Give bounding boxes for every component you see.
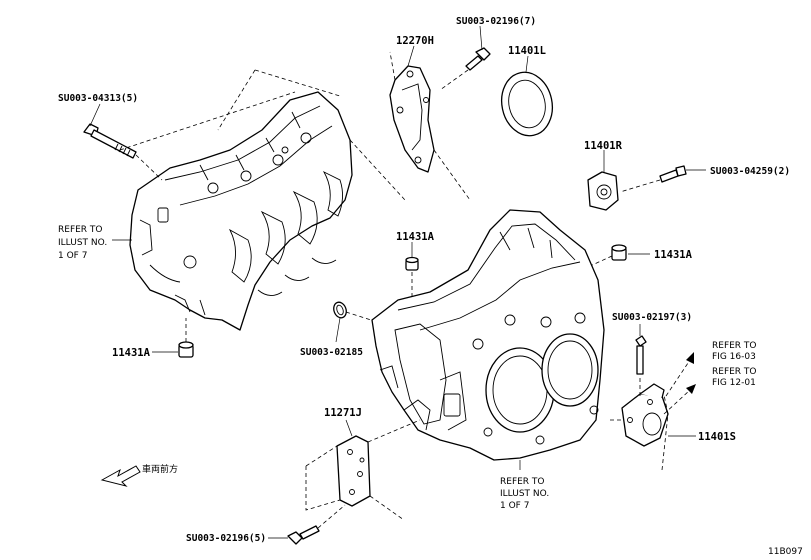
label-11431a-left: 11431A	[112, 347, 151, 359]
refer-left-line-1: REFER TO	[58, 225, 103, 235]
refer-bottom-line-1: REFER TO	[500, 477, 545, 487]
label-su003-02196-bottom: SU003-02196(5)	[186, 533, 266, 544]
plug-11431a-left	[178, 341, 194, 358]
bolt-su003-04259	[659, 165, 687, 183]
bolt-su003-02196-top	[465, 47, 491, 71]
housing-11401s	[621, 383, 669, 447]
refer-fig12-line-1: REFER TO	[712, 367, 757, 377]
label-12270h: 12270H	[396, 35, 434, 47]
direction-label: 車両前方	[142, 463, 178, 475]
seal-11401l	[501, 71, 553, 137]
label-su003-04313: SU003-04313(5)	[58, 93, 138, 104]
label-su003-02197: SU003-02197(3)	[612, 312, 692, 323]
oring-su003-02185	[333, 301, 347, 319]
plug-11431a-middle	[405, 256, 419, 271]
plate-11271j	[336, 435, 371, 507]
refer-left-line-3: 1 OF 7	[58, 251, 87, 261]
bolt-su003-02197	[635, 335, 647, 375]
refer-fig16-line-2: FIG 16-03	[712, 352, 756, 362]
plate-12270h	[389, 65, 435, 173]
plug-11431a-right	[611, 244, 627, 261]
label-su003-02185: SU003-02185	[300, 347, 363, 358]
arrow-to-fig-16-03	[665, 352, 694, 397]
left-cylinder-block-half	[129, 91, 353, 331]
label-11431a-middle: 11431A	[396, 231, 435, 243]
refer-fig16-line-1: REFER TO	[712, 341, 757, 351]
arrow-to-fig-12-01	[663, 384, 696, 415]
label-11271j: 11271J	[324, 407, 362, 419]
refer-fig12-line-2: FIG 12-01	[712, 378, 756, 388]
label-11401l: 11401L	[508, 45, 546, 57]
diagram-code: 11B097	[768, 547, 803, 557]
label-11431a-right: 11431A	[654, 249, 693, 261]
refer-bottom-line-2: ILLUST NO.	[500, 489, 549, 499]
label-su003-04259: SU003-04259(2)	[710, 166, 790, 177]
refer-left-line-2: ILLUST NO.	[58, 238, 107, 248]
label-11401s: 11401S	[698, 431, 736, 443]
seal-11401r	[587, 171, 619, 211]
refer-bottom-line-3: 1 OF 7	[500, 501, 529, 511]
label-su003-02196-top: SU003-02196(7)	[456, 16, 536, 27]
right-cylinder-block-half	[371, 209, 605, 461]
bolt-su003-04313	[83, 123, 137, 159]
forward-direction-arrow	[100, 465, 141, 487]
bolt-su003-02196-bottom	[287, 525, 320, 545]
label-11401r: 11401R	[584, 140, 623, 152]
